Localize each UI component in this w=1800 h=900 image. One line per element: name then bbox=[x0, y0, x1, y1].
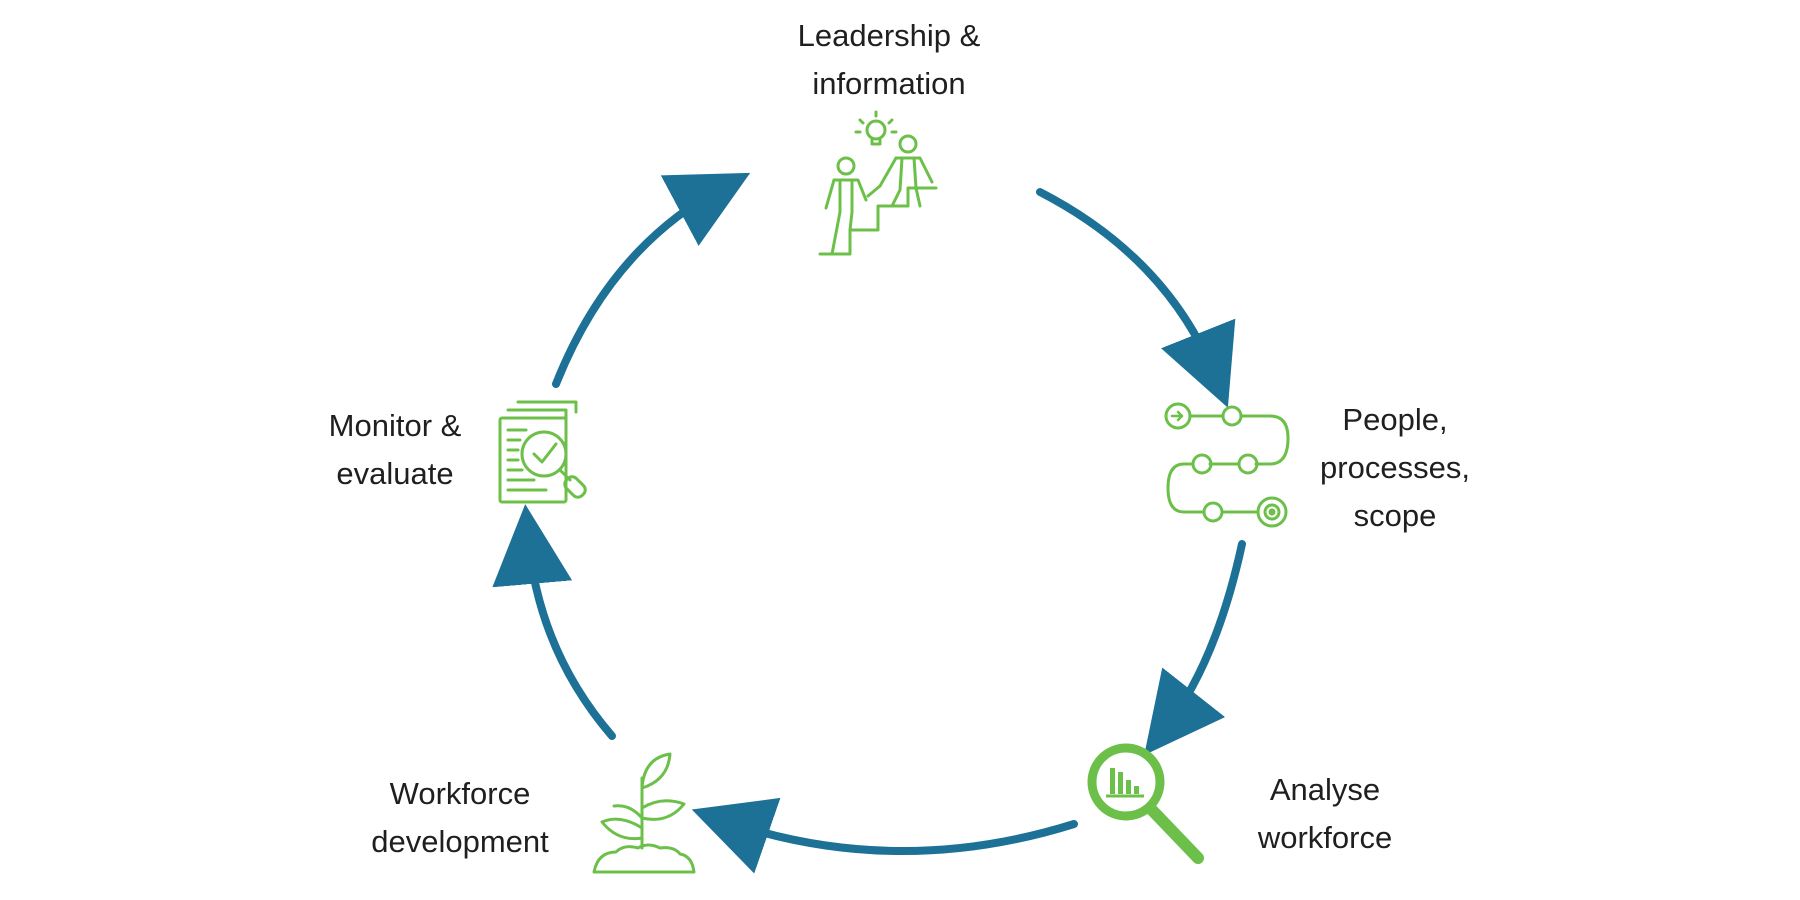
stage-label-line: People, bbox=[1342, 402, 1448, 437]
stage-label-workforce: Workforce development bbox=[345, 770, 575, 866]
stage-label-people: People, processes, scope bbox=[1300, 396, 1490, 540]
sprouting-plant-icon bbox=[592, 752, 696, 874]
stage-label-line: workforce bbox=[1257, 820, 1393, 855]
stage-label-monitor: Monitor & evaluate bbox=[300, 402, 490, 498]
stage-label-line: information bbox=[812, 66, 966, 101]
magnifier-bar-chart-icon bbox=[1087, 743, 1204, 864]
arrow-workforce-to-monitor bbox=[492, 504, 616, 740]
stage-label-leadership: Leadership & information bbox=[744, 12, 1034, 108]
stage-label-line: Leadership & bbox=[797, 18, 981, 53]
arrow-leadership-to-people bbox=[1036, 188, 1236, 408]
arrow-analyse-to-workforce bbox=[691, 797, 1078, 874]
stage-label-line: development bbox=[371, 824, 549, 859]
arrow-monitor-to-leadership bbox=[552, 172, 751, 388]
stage-label-line: evaluate bbox=[336, 456, 454, 491]
document-check-magnifier-icon bbox=[498, 400, 587, 504]
stage-label-line: Analyse bbox=[1269, 772, 1381, 807]
process-path-target-icon bbox=[1164, 402, 1290, 528]
stage-label-line: Monitor & bbox=[328, 408, 462, 443]
people-climbing-steps-lightbulb-icon bbox=[818, 110, 938, 256]
stage-label-analyse: Analyse workforce bbox=[1225, 766, 1425, 862]
stage-label-line: Workforce bbox=[389, 776, 531, 811]
stage-label-line: processes, bbox=[1320, 450, 1470, 485]
stage-label-line: scope bbox=[1353, 498, 1437, 533]
arrow-people-to-analyse bbox=[1144, 540, 1246, 756]
